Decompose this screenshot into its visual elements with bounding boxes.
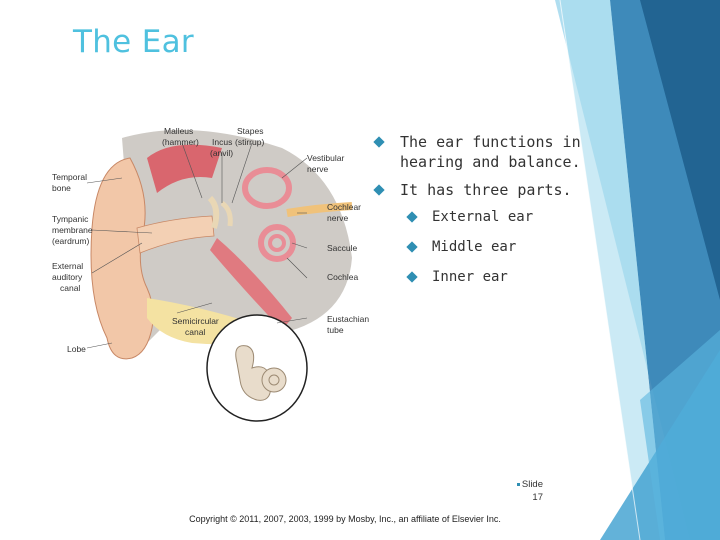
label-external-2: auditory [52, 272, 83, 282]
label-temporal-bone-1: Temporal [52, 172, 87, 182]
bullet-list: The ear functions in hearing and balance… [372, 132, 642, 298]
label-hammer: (hammer) [162, 137, 199, 147]
ear-canal-shape [136, 215, 215, 254]
sub-bullet-item: Middle ear [372, 238, 642, 256]
label-malleus: Malleus [164, 126, 193, 136]
bullet-text: The ear functions in hearing and balance… [400, 133, 581, 171]
label-anvil: (anvil) [210, 148, 233, 158]
bullet-text: Middle ear [432, 239, 517, 255]
cochlear-nerve-shape [286, 202, 353, 217]
label-eustachian-2: tube [327, 325, 344, 335]
slide-number-value: 17 [532, 492, 543, 503]
label-semicircular-2: canal [185, 327, 205, 337]
label-temporal-bone-2: bone [52, 183, 71, 193]
label-tympanic-1: Tympanic [52, 214, 89, 224]
slide-title: The Ear [73, 24, 194, 60]
label-tympanic-3: (eardrum) [52, 236, 89, 246]
slide-number-label-row: Slide [505, 478, 543, 491]
slide-number: Slide 17 [505, 478, 543, 504]
leader-lines [86, 142, 308, 349]
copyright-footer: Copyright © 2011, 2007, 2003, 1999 by Mo… [189, 514, 501, 524]
label-cochlear-nerve-1: Cochlear [327, 202, 361, 212]
eustachian-tube-shape [210, 238, 292, 330]
label-stapes: Stapes [237, 126, 263, 136]
label-cochlear-nerve-2: nerve [327, 213, 349, 223]
cochlea-inner-shape [268, 234, 286, 252]
label-vestibular-nerve-2: nerve [307, 164, 329, 174]
label-external-1: External [52, 261, 83, 271]
square-bullet-icon [516, 482, 520, 486]
label-tympanic-2: membrane [52, 225, 93, 235]
slide-number-label: Slide [521, 479, 543, 490]
diamond-bullet-icon [406, 271, 418, 283]
label-lobe: Lobe [67, 344, 86, 354]
inset-labyrinth-shape [235, 345, 272, 401]
diamond-bullet-icon [373, 184, 385, 196]
sub-bullet-item: External ear [372, 208, 642, 226]
bullet-text: External ear [432, 209, 534, 225]
diamond-bullet-icon [373, 136, 385, 148]
bullet-item: The ear functions in hearing and balance… [372, 132, 642, 172]
bullet-item: It has three parts. [372, 180, 642, 200]
temporal-bone-shape [122, 130, 352, 348]
bullet-text: It has three parts. [400, 181, 572, 199]
inset-cochlea-inner-shape [268, 374, 280, 386]
label-external-3: canal [60, 283, 80, 293]
diamond-bullet-icon [406, 211, 418, 223]
cochlea-shape [258, 224, 296, 262]
label-vestibular-nerve-1: Vestibular [307, 153, 344, 163]
inset-cochlea-shape [261, 367, 287, 393]
label-cochlea: Cochlea [327, 272, 358, 282]
incus-shape [220, 200, 233, 227]
label-saccule: Saccule [327, 243, 358, 253]
ear-anatomy-diagram: Malleus (hammer) Incus (anvil) Stapes (s… [52, 126, 369, 422]
label-incus: Incus [212, 137, 232, 147]
sub-bullet-item: Inner ear [372, 268, 642, 286]
label-stirrup: (stirrup) [235, 137, 264, 147]
malleus-shape [207, 195, 220, 229]
muscle-layer-shape [147, 144, 222, 193]
semicircular-canal-shape [242, 167, 292, 209]
label-semicircular-1: Semicircular [172, 316, 219, 326]
bullet-text: Inner ear [432, 269, 508, 285]
label-eustachian-1: Eustachian [327, 314, 369, 324]
diamond-bullet-icon [406, 241, 418, 253]
